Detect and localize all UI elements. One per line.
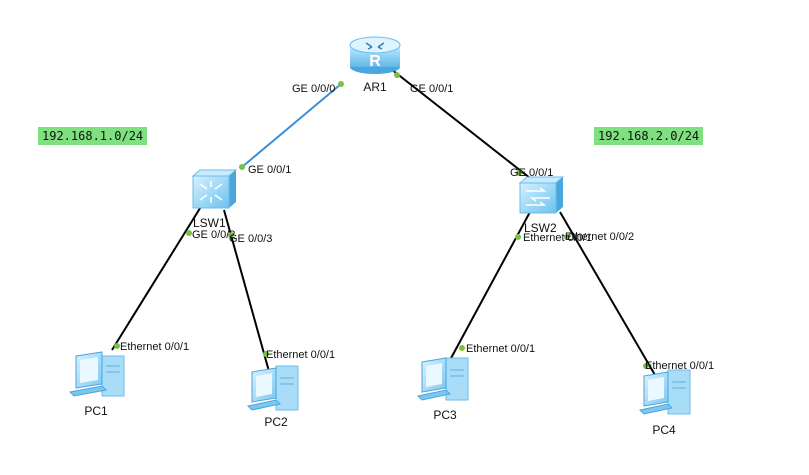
pc-pc2[interactable]: PC2 <box>246 365 299 429</box>
l3-switch-icon <box>191 169 238 209</box>
port-label-lsw1-pc1: GE 0/0/2 <box>192 229 235 241</box>
port-label-ar1-left: GE 0/0/0 <box>292 83 335 95</box>
pc-icon <box>638 369 691 415</box>
switch2-label: LSW2 <box>524 221 557 235</box>
port-label-lsw2-pc4: Ethernet 0/0/2 <box>565 231 634 243</box>
port-dot-pc4 <box>643 363 649 369</box>
pc2-label: PC2 <box>264 415 288 429</box>
pc-pc4[interactable]: PC4 <box>638 369 691 437</box>
link-ar1-lsw1[interactable] <box>241 83 342 168</box>
svg-text:R: R <box>369 53 381 70</box>
pc-icon <box>416 357 469 401</box>
switch-icon <box>518 176 565 214</box>
port-label-lsw1-up: GE 0/0/1 <box>248 164 291 176</box>
router-label: AR1 <box>363 80 387 94</box>
port-dot-lsw1-ge002 <box>186 230 192 236</box>
port-label-pc4: Ethernet 0/0/1 <box>645 360 714 372</box>
port-dots <box>114 72 649 369</box>
port-label-lsw2-up: GE 0/0/1 <box>510 167 553 179</box>
router-icon: R <box>349 36 401 74</box>
pc-pc3[interactable]: PC3 <box>416 357 469 422</box>
port-dot-lsw1-ge001 <box>239 164 245 170</box>
port-dot-lsw2-eth001 <box>515 234 521 240</box>
pc1-label: PC1 <box>84 404 108 418</box>
port-dot-pc1 <box>114 343 120 349</box>
port-label-lsw1-pc2: GE 0/0/3 <box>229 233 272 245</box>
port-label-pc3: Ethernet 0/0/1 <box>466 343 535 355</box>
port-label-pc2: Ethernet 0/0/1 <box>266 349 335 361</box>
port-label-pc1: Ethernet 0/0/1 <box>120 341 189 353</box>
subnet-label-right: 192.168.2.0/24 <box>594 127 704 145</box>
link-ar1-lsw2[interactable] <box>390 68 536 183</box>
port-dot-pc2 <box>263 351 269 357</box>
pc3-label: PC3 <box>433 408 457 422</box>
port-dot-pc3 <box>459 345 465 351</box>
pc-pc1[interactable]: PC1 <box>68 351 125 418</box>
switch-lsw2[interactable]: LSW2 <box>518 176 565 235</box>
port-dot-lsw2-ge001 <box>516 170 522 176</box>
port-dot-lsw1-ge003 <box>228 232 234 238</box>
switch-lsw1[interactable]: LSW1 <box>191 169 238 230</box>
port-dot-ar1-ge000 <box>338 81 344 87</box>
switch1-label: LSW1 <box>193 216 226 230</box>
link-lsw2-pc4[interactable] <box>559 211 656 376</box>
port-label-ar1-right: GE 0/0/1 <box>410 83 453 95</box>
port-dot-ar1-ge001 <box>394 72 400 78</box>
subnet-label-left: 192.168.1.0/24 <box>38 127 148 145</box>
pc4-label: PC4 <box>652 423 676 437</box>
pc-icon <box>246 365 299 411</box>
router-ar1[interactable]: R AR1 <box>349 36 401 94</box>
pc-icon <box>68 351 125 397</box>
port-label-lsw2-pc3: Ethernet 0/0/1 <box>523 232 592 244</box>
port-dot-lsw2-eth002 <box>564 234 570 240</box>
link-lsw1-pc1[interactable] <box>111 204 203 351</box>
